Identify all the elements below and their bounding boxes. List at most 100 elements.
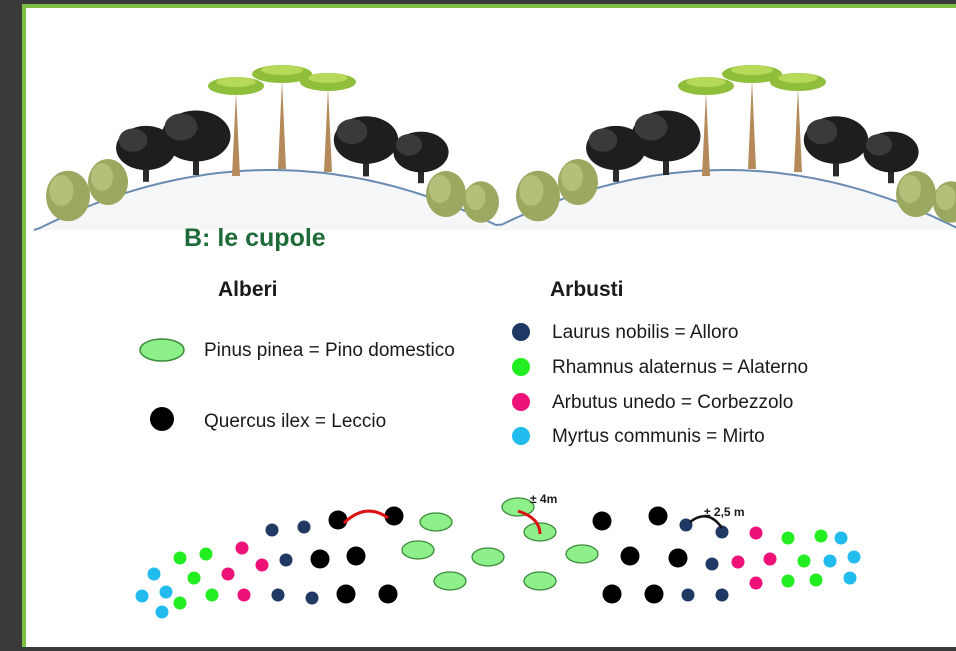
oak-crown-highlight xyxy=(336,119,368,145)
shrub-bush-highlight xyxy=(899,175,921,203)
pine-distance-label: ± 4m xyxy=(530,492,558,506)
shrub-mark xyxy=(255,558,269,572)
legend-pinus-symbol xyxy=(139,338,185,362)
shrub-mark xyxy=(173,551,187,565)
shrub-mark xyxy=(271,588,285,602)
pine-canopy-top xyxy=(686,77,726,87)
pine-mark xyxy=(471,547,505,567)
shrub-mark xyxy=(814,529,828,543)
shrub-mark xyxy=(135,589,149,603)
shrub-mark xyxy=(187,571,201,585)
shrub-bush-highlight xyxy=(519,175,544,206)
shrub-mark xyxy=(749,526,763,540)
pine-canopy-top xyxy=(308,73,348,83)
shrub-bush-highlight xyxy=(429,175,451,203)
oak-mark xyxy=(346,546,366,566)
illustration xyxy=(33,65,956,619)
shrub-mark xyxy=(715,525,729,539)
pine-mark xyxy=(401,540,435,560)
shrub-mark xyxy=(235,541,249,555)
shrub-mark xyxy=(199,547,213,561)
legend-quercus-symbol xyxy=(150,407,174,431)
pine-trunk xyxy=(748,80,756,169)
oak-mark xyxy=(384,506,404,526)
shrub-mark xyxy=(797,554,811,568)
oak-trunk xyxy=(193,154,199,175)
legend-arbutus-symbol xyxy=(512,393,530,411)
shrub-mark xyxy=(159,585,173,599)
shrubs-heading: Arbusti xyxy=(550,278,624,301)
pine-distance-arc xyxy=(517,509,542,535)
oak-crown-highlight xyxy=(588,128,618,152)
pine-trunk xyxy=(324,88,332,172)
pine-trunk xyxy=(278,80,286,169)
shrub-mark xyxy=(834,531,848,545)
shrub-mark xyxy=(305,591,319,605)
oak-mark xyxy=(310,549,330,569)
oak-trunk xyxy=(663,154,669,175)
legend-laurus-symbol xyxy=(512,323,530,341)
legend-laurus: Laurus nobilis = Alloro xyxy=(552,322,739,343)
legend-quercus: Quercus ilex = Leccio xyxy=(204,411,387,432)
shrub-bush-highlight xyxy=(91,163,113,191)
pine-mark xyxy=(433,571,467,591)
shrub-mark xyxy=(679,518,693,532)
oak-crown-highlight xyxy=(118,128,148,152)
pine-mark xyxy=(565,544,599,564)
pine-canopy-top xyxy=(216,77,256,87)
oak-crown-highlight xyxy=(634,113,668,141)
shrub-mark xyxy=(237,588,251,602)
shrub-mark xyxy=(279,553,293,567)
shrub-mark xyxy=(781,574,795,588)
shrub-bush-highlight xyxy=(561,163,583,191)
shrub-mark xyxy=(749,576,763,590)
legend-pinus: Pinus pinea = Pino domestico xyxy=(204,340,455,361)
hill-outline xyxy=(33,169,956,231)
shrub-bush-highlight xyxy=(49,175,74,206)
pine-canopy-top xyxy=(261,65,303,75)
shrub-mark xyxy=(155,605,169,619)
shrub-mark xyxy=(705,557,719,571)
shrub-distance-label: ± 2,5 m xyxy=(704,505,745,519)
pine-canopy-top xyxy=(731,65,773,75)
oak-trunk xyxy=(418,166,424,184)
pine-mark xyxy=(501,497,535,517)
slide: B: le cupole Alberi Arbusti Pinus pinea … xyxy=(22,4,956,647)
oak-crown-highlight xyxy=(395,134,423,156)
pine-canopy-top xyxy=(778,73,818,83)
oak-mark xyxy=(668,548,688,568)
pine-mark xyxy=(419,512,453,532)
shrub-mark xyxy=(205,588,219,602)
legend-arbutus: Arbutus unedo = Corbezzolo xyxy=(552,392,794,413)
pine-trunk xyxy=(702,92,710,176)
oak-distance-arc xyxy=(342,509,389,525)
shrub-mark xyxy=(297,520,311,534)
shrub-mark xyxy=(681,588,695,602)
oak-mark xyxy=(328,510,348,530)
oak-mark xyxy=(592,511,612,531)
shrub-bush-highlight xyxy=(935,184,956,211)
oak-trunk xyxy=(613,163,619,182)
shrub-mark xyxy=(843,571,857,585)
shrub-mark xyxy=(265,523,279,537)
shrub-mark xyxy=(715,588,729,602)
shrub-mark xyxy=(731,555,745,569)
legend-myrtus-symbol xyxy=(512,427,530,445)
shrub-mark xyxy=(823,554,837,568)
oak-mark xyxy=(648,506,668,526)
shrub-mark xyxy=(221,567,235,581)
oak-trunk xyxy=(363,156,369,177)
diagram-title: B: le cupole xyxy=(184,224,326,252)
legend-rhamnus-symbol xyxy=(512,358,530,376)
shrub-mark xyxy=(147,567,161,581)
shrub-distance-arc xyxy=(689,515,724,529)
shrub-mark xyxy=(781,531,795,545)
oak-mark xyxy=(644,584,664,604)
trees-heading: Alberi xyxy=(218,278,278,301)
pine-trunk xyxy=(232,92,240,176)
oak-crown-highlight xyxy=(865,134,893,156)
pine-mark xyxy=(523,571,557,591)
oak-trunk xyxy=(143,163,149,182)
oak-mark xyxy=(378,584,398,604)
legend-rhamnus: Rhamnus alaternus = Alaterno xyxy=(552,357,809,378)
